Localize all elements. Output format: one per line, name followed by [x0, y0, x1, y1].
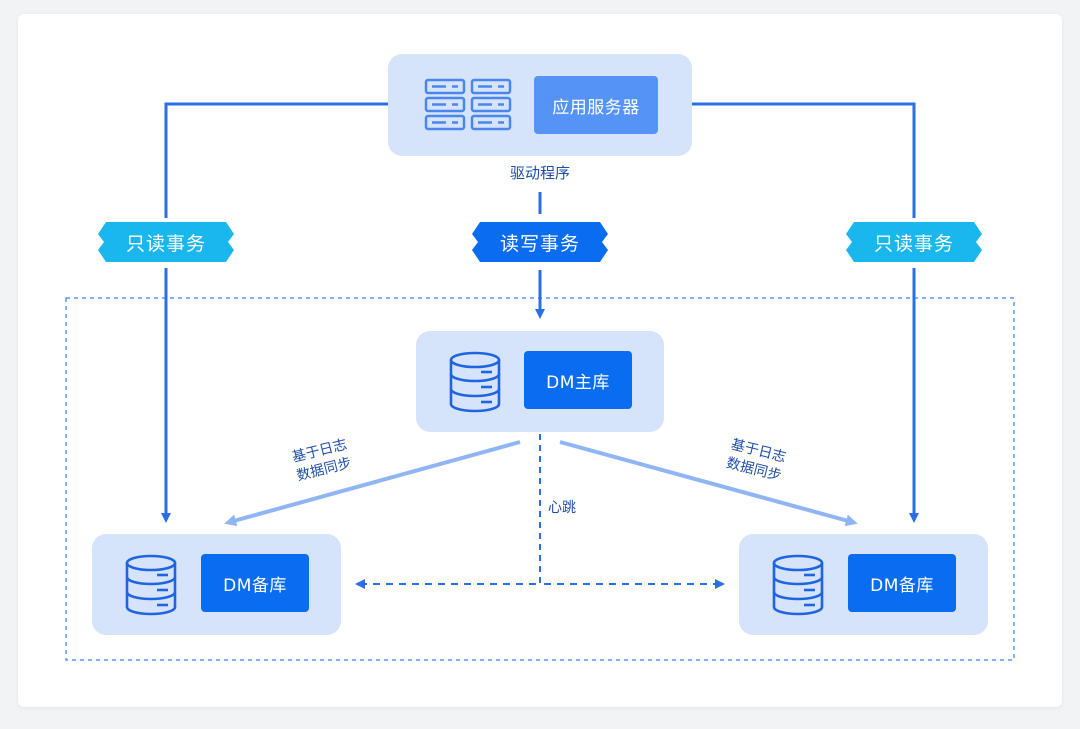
left-readonly-wire — [164, 102, 388, 218]
sync-arrow-left — [224, 440, 521, 527]
standby-db-right-node: DM备库 — [739, 534, 988, 635]
primary-db-node: DM主库 — [416, 331, 664, 432]
primary-db-label: DM主库 — [524, 351, 632, 409]
driver-label: 驱动程序 — [509, 164, 570, 182]
app-server-label: 应用服务器 — [534, 76, 658, 134]
right-readonly-wire — [692, 102, 916, 218]
database-icon — [772, 554, 824, 616]
standby-db-left-node: DM备库 — [92, 534, 341, 635]
readwrite-badge: 读写事务 — [472, 222, 608, 262]
heartbeat-label: 心跳 — [548, 500, 576, 516]
server-rack-icon — [424, 78, 512, 131]
readonly-badge-left: 只读事务 — [98, 222, 234, 262]
database-icon — [449, 351, 501, 413]
sync-arrow-right — [559, 440, 858, 527]
database-icon — [125, 554, 177, 616]
readonly-badge-right: 只读事务 — [846, 222, 982, 262]
standby-db-left-label: DM备库 — [201, 554, 309, 612]
standby-db-right-label: DM备库 — [848, 554, 956, 612]
app-server-node: 应用服务器 — [388, 54, 692, 156]
